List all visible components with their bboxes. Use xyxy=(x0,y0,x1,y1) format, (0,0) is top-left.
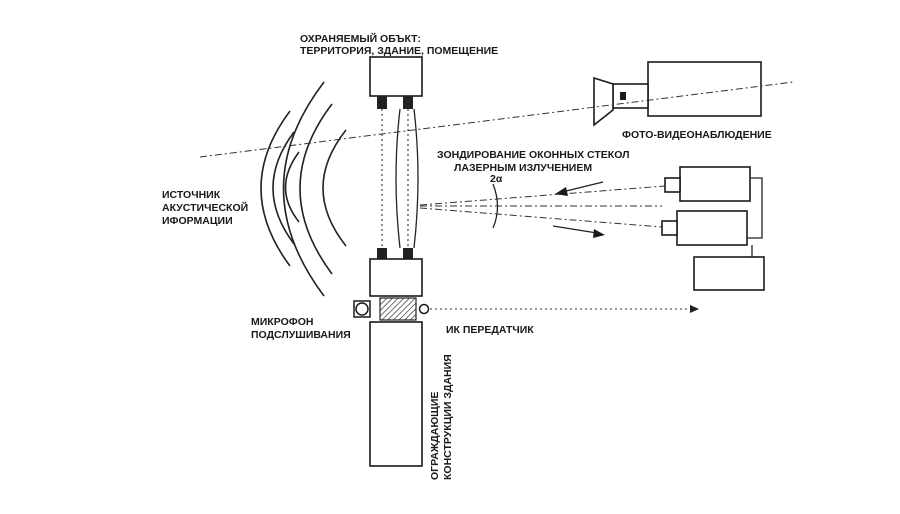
ir-transmitter-icon xyxy=(418,303,430,315)
laser-direction-arrows xyxy=(552,181,605,238)
microphone-icon xyxy=(353,300,371,318)
angle-arc xyxy=(492,183,499,229)
video-observation-line xyxy=(199,81,794,158)
window-post-right-top xyxy=(403,96,413,109)
laser-beam-return xyxy=(419,207,663,228)
window-post-right-bottom xyxy=(403,248,413,259)
video-camera-icon xyxy=(593,61,762,127)
window-glass-vibration xyxy=(395,108,419,249)
acoustic-waves xyxy=(260,81,347,297)
angle-label: 2α xyxy=(490,173,503,185)
laser-emitter-icon xyxy=(664,166,751,202)
protected-object-subtitle: ТЕРРИТОРИЯ, ЗДАНИЕ, ПОМЕЩЕНИЕ xyxy=(300,45,498,57)
wall-hatched-insert xyxy=(379,297,417,321)
acoustic-source-line1: ИСТОЧНИК xyxy=(162,189,221,201)
window-post-left-bottom xyxy=(377,248,387,259)
protected-object-block xyxy=(369,56,423,97)
ir-beam-arrow xyxy=(690,305,699,313)
laser-label-line1: ЗОНДИРОВАНИЕ ОКОННЫХ СТЕКОЛ xyxy=(437,149,629,161)
laser-beam-out xyxy=(419,185,666,206)
laser-control-unit xyxy=(693,256,765,291)
laser-device-bracket xyxy=(747,177,763,257)
wall-upper-segment xyxy=(369,258,423,297)
protected-object-title: ОХРАНЯЕМЫЙ ОБЪКТ: xyxy=(300,32,421,45)
enclosing-label-line2: КОНСТРУКЦИИ ЗДАНИЯ xyxy=(442,354,454,480)
photo-video-label: ФОТО-ВИДЕОНАБЛЮДЕНИЕ xyxy=(622,129,772,141)
window-post-left-top xyxy=(377,96,387,109)
enclosing-wall xyxy=(369,321,423,467)
microphone-label-line2: ПОДСЛУШИВАНИЯ xyxy=(251,329,351,341)
laser-receiver-icon xyxy=(661,210,748,246)
ir-transmitter-label: ИК ПЕРЕДАТЧИК xyxy=(446,324,534,336)
microphone-label-line1: МИКРОФОН xyxy=(251,316,313,328)
laser-label-line2: ЛАЗЕРНЫМ ИЗЛУЧЕНИЕМ xyxy=(454,162,592,174)
enclosing-label-line1: ОГРАЖДАЮЩИЕ xyxy=(429,392,441,480)
acoustic-source-line2: АКУСТИЧЕСКОЙ xyxy=(162,201,248,214)
acoustic-source-line3: ИФОРМАЦИИ xyxy=(162,215,233,227)
